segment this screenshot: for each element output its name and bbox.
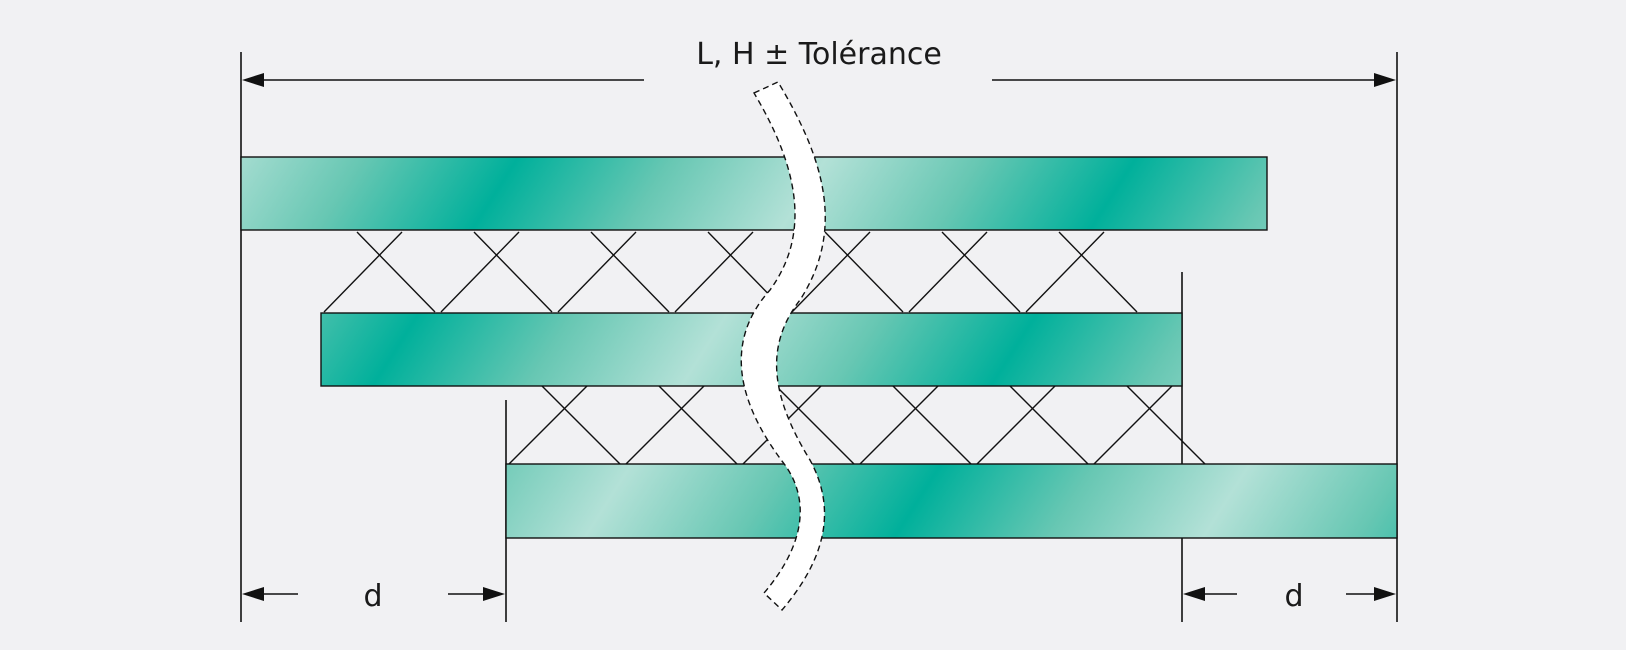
top-bar [240,156,1268,231]
overall-dimension-label: L, H ± Tolérance [696,37,942,72]
break-line-symbol [740,81,826,612]
left-offset-label: d [363,579,382,614]
overall-dimension-line [242,73,1396,87]
lower-scissor-lattice [508,385,1206,465]
right-offset-dimension [1183,587,1396,601]
left-offset-dimension [242,587,505,601]
right-offset-label: d [1284,579,1303,614]
upper-scissor-lattice [323,231,1138,313]
bottom-bar [505,463,1398,539]
